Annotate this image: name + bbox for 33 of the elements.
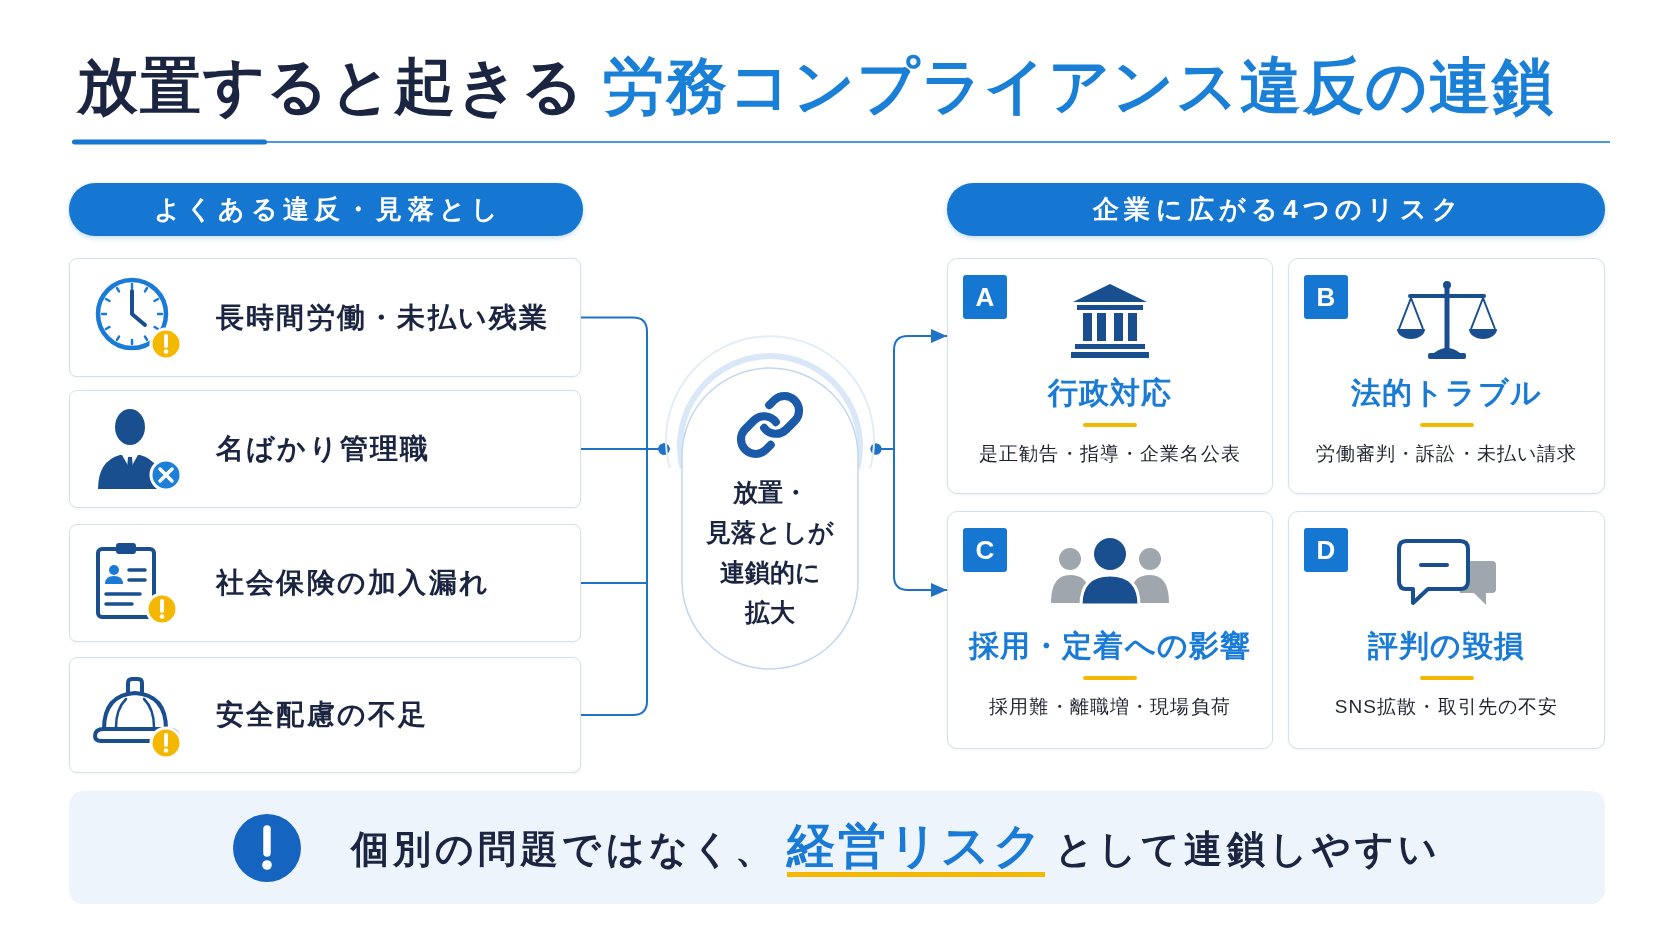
connector-line — [580, 443, 670, 716]
risk-title: 行政対応 — [1047, 375, 1173, 411]
risk-title: 採用・定着への影響 — [968, 628, 1252, 664]
issue-label: 安全配慮の不足 — [216, 698, 429, 732]
risk-card — [1288, 258, 1605, 494]
letter-badge: A — [963, 275, 1007, 319]
section-header: よくある違反・見落とし — [69, 183, 583, 236]
issue-label: 長時間労働・未払い残業 — [216, 300, 550, 335]
risk-description: 採用難・離職増・現場負荷 — [989, 695, 1231, 719]
letter-badge: D — [1304, 528, 1348, 572]
chain-pill — [664, 334, 876, 670]
risk-card — [1288, 511, 1605, 749]
section-header: 企業に広がる4つのリスク — [947, 183, 1605, 236]
summary-text: 個別の問題ではなく、経営リスクとして連鎖しやすい — [350, 814, 1442, 881]
letter-badge: B — [1304, 275, 1348, 319]
risk-description: 労働審判・訴訟・未払い請求 — [1315, 442, 1578, 466]
risk-card — [947, 258, 1273, 494]
risk-description: SNS拡散・取引先の不安 — [1334, 695, 1559, 719]
issue-label: 社会保険の加入漏れ — [216, 566, 491, 600]
issue-card — [69, 258, 581, 377]
risk-title: 評判の毀損 — [1368, 628, 1525, 664]
arrow — [870, 443, 948, 597]
issue-card — [69, 524, 581, 642]
title: 放置すると起きる 労務コンプライアンス違反の連鎖 — [77, 51, 1555, 122]
risk-description: 是正勧告・指導・企業名公表 — [979, 442, 1241, 466]
risk-title: 法的トラブル — [1350, 375, 1543, 411]
summary-banner — [69, 791, 1605, 904]
risk-card — [947, 511, 1273, 749]
issue-card — [69, 657, 581, 773]
issue-card — [69, 390, 581, 508]
issue-label: 名ばかり管理職 — [216, 432, 431, 466]
pill-label: 放置・見落としが連鎖的に拡大 — [705, 477, 835, 628]
letter-badge: C — [963, 528, 1007, 572]
